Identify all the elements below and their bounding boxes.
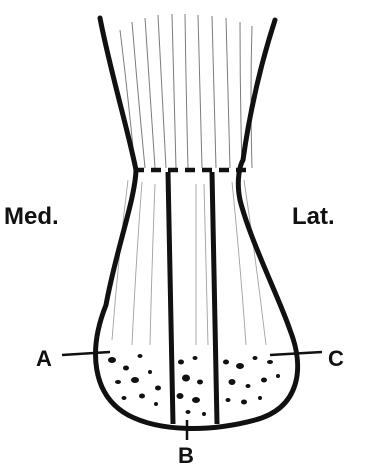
- fiber-hatching: [120, 14, 252, 168]
- marker-a: A: [36, 346, 52, 371]
- label-lateral: Lat.: [292, 203, 335, 230]
- leader-line-a: [62, 352, 110, 355]
- marker-b: B: [178, 443, 194, 468]
- partition-line-right: [212, 172, 217, 424]
- stipple-region: [108, 354, 280, 416]
- partition-line-left: [168, 172, 173, 424]
- label-medial: Med.: [4, 203, 59, 230]
- marker-c: C: [328, 346, 344, 371]
- leader-line-c: [270, 352, 322, 355]
